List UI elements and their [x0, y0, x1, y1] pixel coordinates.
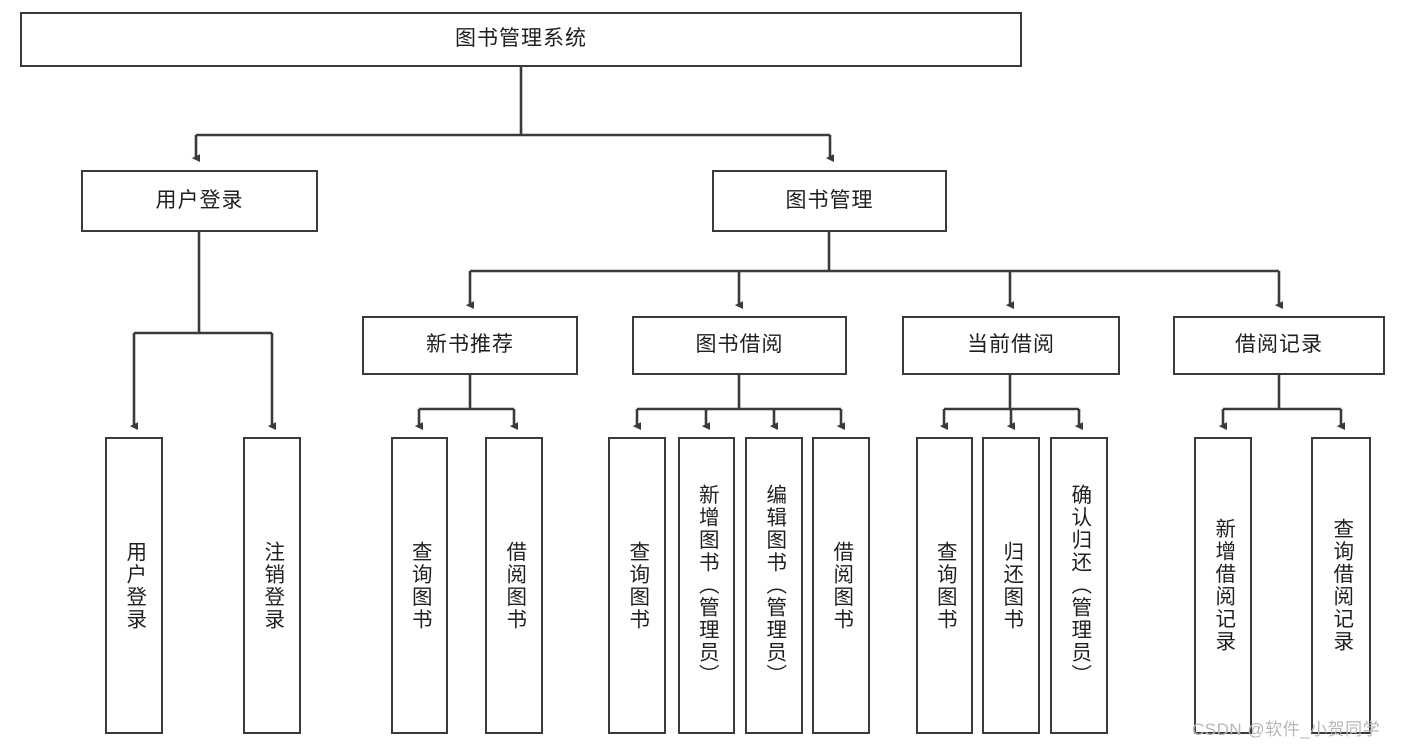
- node-l_add_record[interactable]: 新增借阅记录: [1194, 437, 1252, 734]
- node-l_user_login-label: 用户登录: [122, 540, 146, 631]
- node-l_query_book_c[interactable]: 查询图书: [916, 437, 973, 734]
- node-l_query_book_b[interactable]: 查询图书: [608, 437, 666, 734]
- node-l_return_book[interactable]: 归还图书: [982, 437, 1040, 734]
- node-n_book_mgmt[interactable]: 图书管理: [712, 170, 947, 232]
- node-l_user_logout[interactable]: 注销登录: [243, 437, 301, 734]
- node-n_borrow_record[interactable]: 借阅记录: [1173, 316, 1385, 375]
- node-l_user_logout-label: 注销登录: [260, 540, 284, 631]
- node-n_book_borrow-label: 图书借阅: [695, 333, 784, 357]
- node-n_new_book_rec-label: 新书推荐: [426, 333, 514, 357]
- node-l_borrow_book_a[interactable]: 借阅图书: [485, 437, 543, 734]
- node-l_add_book[interactable]: 新增图书（管理员）: [678, 437, 735, 734]
- node-l_query_record[interactable]: 查询借阅记录: [1311, 437, 1371, 734]
- node-l_edit_book[interactable]: 编辑图书（管理员）: [745, 437, 803, 734]
- node-n_current_borrow-label: 当前借阅: [967, 333, 1055, 357]
- node-l_confirm_return-label: 确认归还（管理员）: [1067, 484, 1091, 687]
- node-l_borrow_book_b[interactable]: 借阅图书: [812, 437, 870, 734]
- node-root-图书管理系统[interactable]: 图书管理系统: [20, 12, 1022, 67]
- node-l_query_book_b-label: 查询图书: [625, 540, 649, 631]
- node-l_query_record-label: 查询借阅记录: [1329, 518, 1353, 653]
- node-n_user_login[interactable]: 用户登录: [81, 170, 318, 232]
- node-l_user_login[interactable]: 用户登录: [105, 437, 163, 734]
- node-n_book_borrow[interactable]: 图书借阅: [632, 316, 847, 375]
- node-l_query_book_a[interactable]: 查询图书: [391, 437, 448, 734]
- node-n_current_borrow[interactable]: 当前借阅: [902, 316, 1120, 375]
- node-l_add_book-label: 新增图书（管理员）: [695, 484, 719, 687]
- csdn-watermark: CSDN @软件_小贺同学: [1192, 720, 1381, 739]
- node-n_user_login-label: 用户登录: [155, 188, 244, 212]
- node-l_borrow_book_a-label: 借阅图书: [502, 540, 526, 631]
- node-l_query_book_c-label: 查询图书: [933, 540, 957, 631]
- node-l_query_book_a-label: 查询图书: [408, 540, 432, 631]
- node-root-图书管理系统-label: 图书管理系统: [455, 27, 587, 51]
- node-n_borrow_record-label: 借阅记录: [1235, 333, 1323, 357]
- node-l_edit_book-label: 编辑图书（管理员）: [762, 484, 786, 687]
- node-l_return_book-label: 归还图书: [999, 540, 1023, 631]
- node-l_borrow_book_b-label: 借阅图书: [829, 540, 853, 631]
- node-l_add_record-label: 新增借阅记录: [1211, 518, 1235, 653]
- node-n_new_book_rec[interactable]: 新书推荐: [362, 316, 578, 375]
- node-l_confirm_return[interactable]: 确认归还（管理员）: [1050, 437, 1108, 734]
- node-n_book_mgmt-label: 图书管理: [785, 188, 874, 212]
